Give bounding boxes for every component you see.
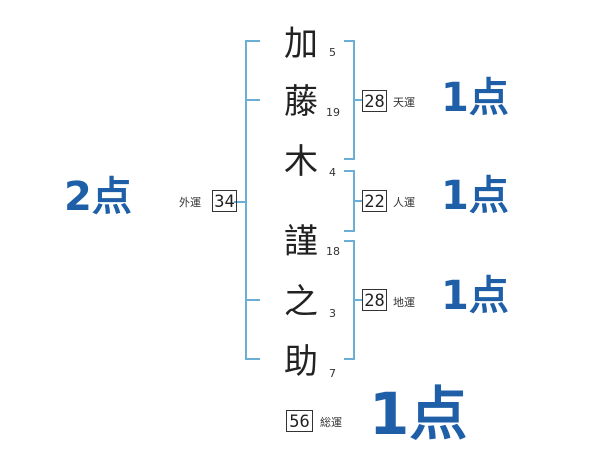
- stroke-count-1: 5: [329, 46, 336, 59]
- gaiun-value-box: 34: [212, 190, 237, 212]
- stroke-count-6: 7: [329, 367, 336, 380]
- name-char-4: 謹: [284, 222, 318, 262]
- chiun-label: 地運: [393, 296, 415, 309]
- jinun-score: 1点: [441, 173, 509, 219]
- name-char-5: 之: [284, 282, 318, 322]
- souun-label: 総運: [320, 416, 342, 429]
- stroke-count-5: 3: [329, 307, 336, 320]
- gaiun-bracket: [245, 40, 260, 360]
- stroke-count-2: 19: [326, 106, 340, 119]
- jinun-label: 人運: [393, 196, 415, 209]
- chiun-value-box: 28: [362, 289, 387, 311]
- tenun-label: 天運: [393, 96, 415, 109]
- name-char-3: 木: [284, 142, 318, 182]
- tenun-score: 1点: [441, 75, 509, 121]
- gaiun-label: 外運: [179, 196, 201, 209]
- gaiun-score: 2点: [64, 174, 132, 220]
- stroke-count-3: 4: [329, 166, 336, 179]
- souun-score: 1点: [369, 380, 468, 448]
- tenun-value-box: 28: [362, 90, 387, 112]
- name-char-2: 藤: [284, 82, 318, 122]
- souun-value-box: 56: [286, 410, 313, 432]
- name-char-1: 加: [284, 24, 318, 64]
- name-char-6: 助: [284, 342, 318, 382]
- jinun-value-box: 22: [362, 190, 387, 212]
- jinun-bracket: [344, 170, 355, 232]
- tenun-bracket: [344, 40, 355, 160]
- chiun-score: 1点: [441, 273, 509, 319]
- chiun-bracket: [344, 240, 355, 360]
- stroke-count-4: 18: [326, 245, 340, 258]
